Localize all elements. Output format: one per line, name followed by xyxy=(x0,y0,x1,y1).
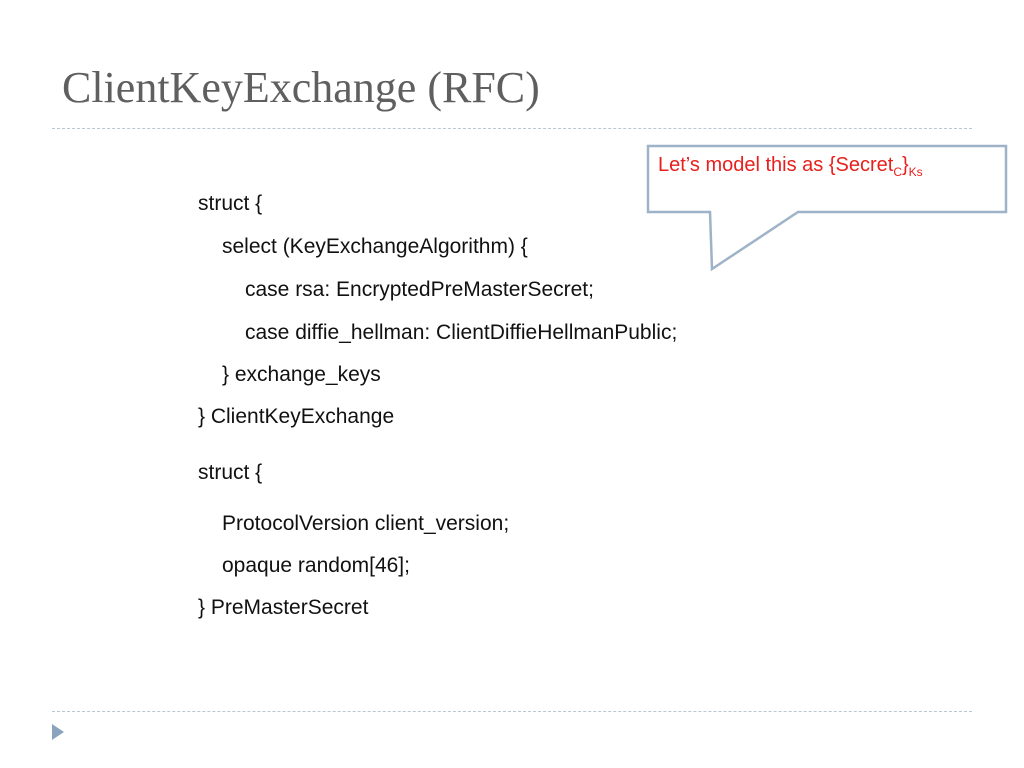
speech-callout xyxy=(646,144,1008,272)
code-line-opaque-random: opaque random[46]; xyxy=(222,554,410,577)
code-line-case-dh: case diffie_hellman: ClientDiffieHellman… xyxy=(245,321,678,344)
callout-text: Let’s model this as {SecretC}Ks xyxy=(658,155,923,178)
callout-text-brace: } xyxy=(901,154,909,176)
callout-sub-ks: Ks xyxy=(908,165,923,179)
code-line-case-rsa: case rsa: EncryptedPreMasterSecret; xyxy=(245,278,594,301)
code-line-struct-open-2: struct { xyxy=(198,461,263,484)
callout-bubble xyxy=(646,144,1008,272)
footer-divider xyxy=(52,711,972,712)
code-line-protocol-version: ProtocolVersion client_version; xyxy=(222,512,510,535)
code-line-client-key-exchange: } ClientKeyExchange xyxy=(198,405,395,428)
slide-title: ClientKeyExchange (RFC) xyxy=(62,63,540,112)
callout-text-main: Let’s model this as {Secret xyxy=(658,154,894,176)
code-line-struct-open: struct { xyxy=(198,192,263,215)
code-line-exchange-keys: } exchange_keys xyxy=(222,363,381,386)
play-triangle-icon xyxy=(52,724,64,740)
code-line-premaster-secret: } PreMasterSecret xyxy=(198,596,369,619)
code-line-select: select (KeyExchangeAlgorithm) { xyxy=(222,235,528,258)
title-divider xyxy=(52,128,972,129)
callout-sub-c: C xyxy=(893,165,902,179)
